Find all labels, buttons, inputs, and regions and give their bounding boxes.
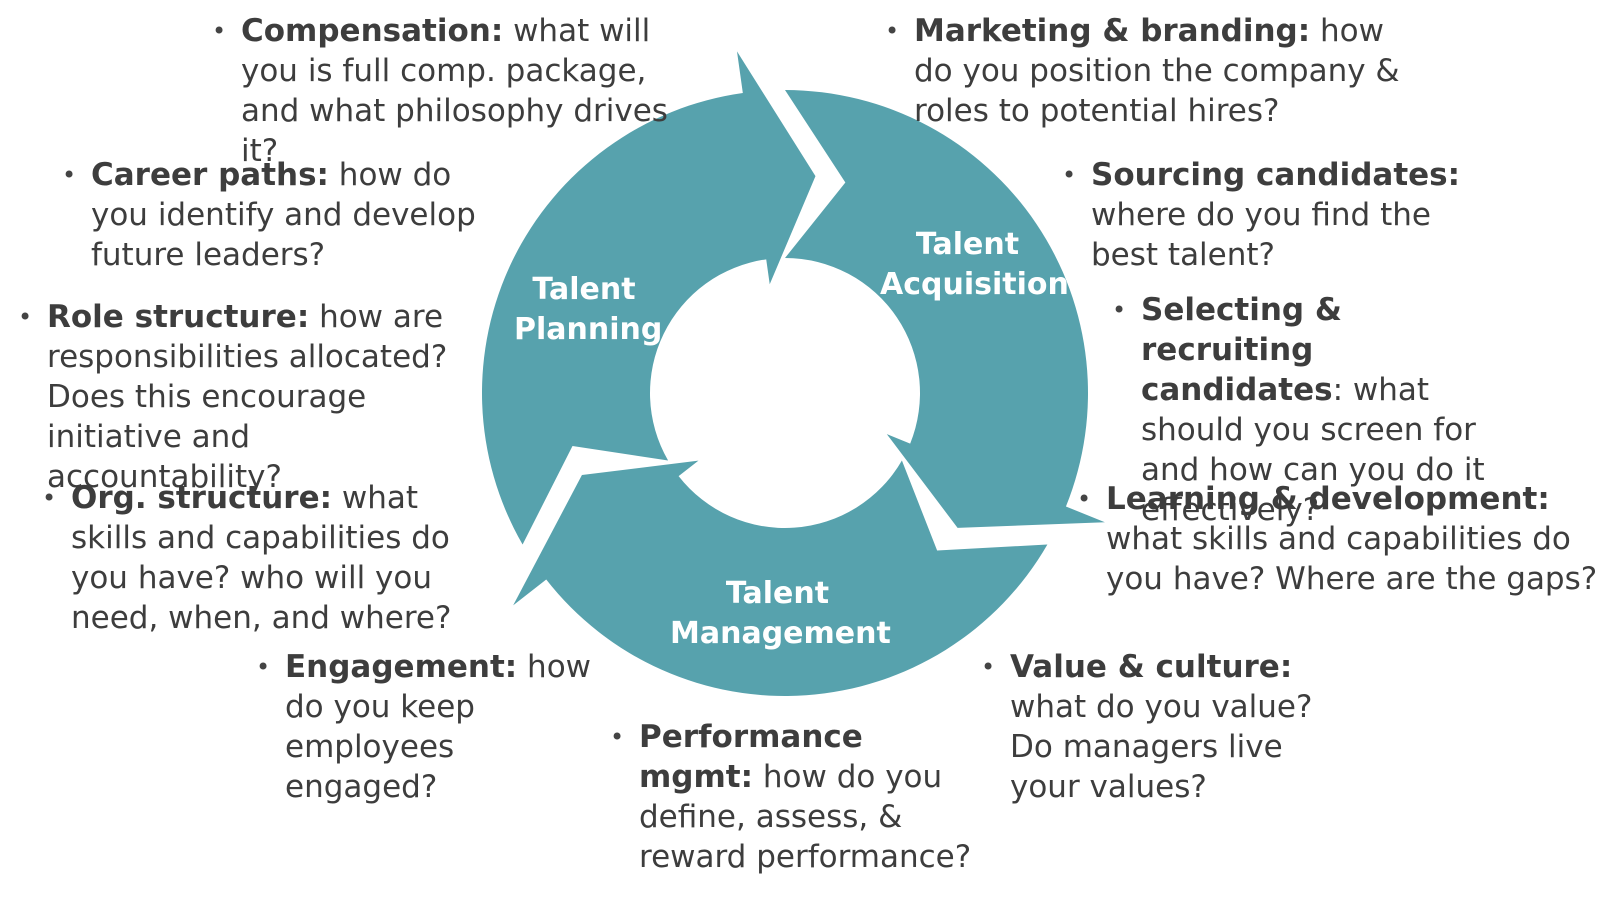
value-culture-text: what do you value? Do managers live your… [1010,689,1313,805]
bullet-icon: • [981,653,996,681]
compensation-item: • Compensation: what will you is full co… [212,11,712,171]
value-culture-title: Value & culture: [1010,649,1293,685]
marketing-branding-item: • Marketing & branding: how do you posit… [885,11,1425,131]
talent-management-label-line1: Talent [725,576,830,611]
learning-development-item: • Learning & development: what skills an… [1077,479,1617,599]
bullet-icon: • [256,653,271,681]
bullet-icon: • [42,484,57,512]
sourcing-candidates-title: Sourcing candidates: [1091,157,1461,193]
talent-planning-label: Talent Planning [514,270,663,350]
bullet-icon: • [1112,296,1127,324]
selecting-recruiting-title: Selecting & recruiting candidates [1141,292,1342,408]
bullet-icon: • [610,723,625,751]
engagement-item: • Engagement: how do you keep employees … [256,647,601,807]
bullet-icon: • [885,17,900,45]
compensation-text: what will you is full comp. package, and… [241,13,668,169]
talent-planning-label-line2: Planning [514,312,663,347]
learning-development-text: what skills and capabilities do you have… [1106,521,1598,597]
selecting-recruiting-text: : what should you screen for and how can… [1141,372,1485,528]
talent-acquisition-arrow [785,90,1105,528]
org-structure-text: what skills and capabilities do you have… [71,480,452,636]
talent-acquisition-label: Talent Acquisition [880,225,1069,305]
talent-management-label: Talent Management [670,574,891,654]
talent-planning-arrow [481,51,816,545]
performance-mgmt-title: Performance mgmt: [639,719,863,795]
engagement-title: Engagement: [285,649,518,685]
talent-management-arrow [513,460,1048,696]
bullet-icon: • [212,17,227,45]
performance-mgmt-text: how do you define, assess, & reward perf… [639,759,972,875]
role-structure-item: • Role structure: how are responsibiliti… [18,297,488,497]
career-paths-item: • Career paths: how do you identify and … [62,155,492,275]
org-structure-item: • Org. structure: what skills and capabi… [42,478,467,638]
bullet-icon: • [62,161,77,189]
talent-planning-label-line1: Talent [532,272,636,307]
talent-management-label-line2: Management [670,616,891,651]
performance-mgmt-item: • Performance mgmt: how do you define, a… [610,717,975,877]
talent-acquisition-label-line2: Acquisition [880,267,1069,302]
bullet-icon: • [1077,485,1092,513]
compensation-title: Compensation: [241,13,504,49]
bullet-icon: • [18,303,33,331]
role-structure-title: Role structure: [47,299,310,335]
engagement-text: how do you keep employees engaged? [285,649,592,805]
role-structure-text: how are responsibilities allocated? Does… [47,299,448,495]
learning-development-title: Learning & development: [1106,481,1550,517]
value-culture-item: • Value & culture: what do you value? Do… [981,647,1356,807]
marketing-branding-text: how do you position the company & roles … [914,13,1400,129]
talent-acquisition-label-line1: Talent [915,227,1020,262]
selecting-recruiting-item: • Selecting & recruiting candidates: wha… [1112,290,1522,530]
marketing-branding-title: Marketing & branding: [914,13,1311,49]
sourcing-candidates-text: where do you find the best talent? [1091,197,1431,273]
career-paths-title: Career paths: [91,157,329,193]
career-paths-text: how do you identify and develop future l… [91,157,476,273]
bullet-icon: • [1062,161,1077,189]
org-structure-title: Org. structure: [71,480,333,516]
sourcing-candidates-item: • Sourcing candidates: where do you find… [1062,155,1502,275]
